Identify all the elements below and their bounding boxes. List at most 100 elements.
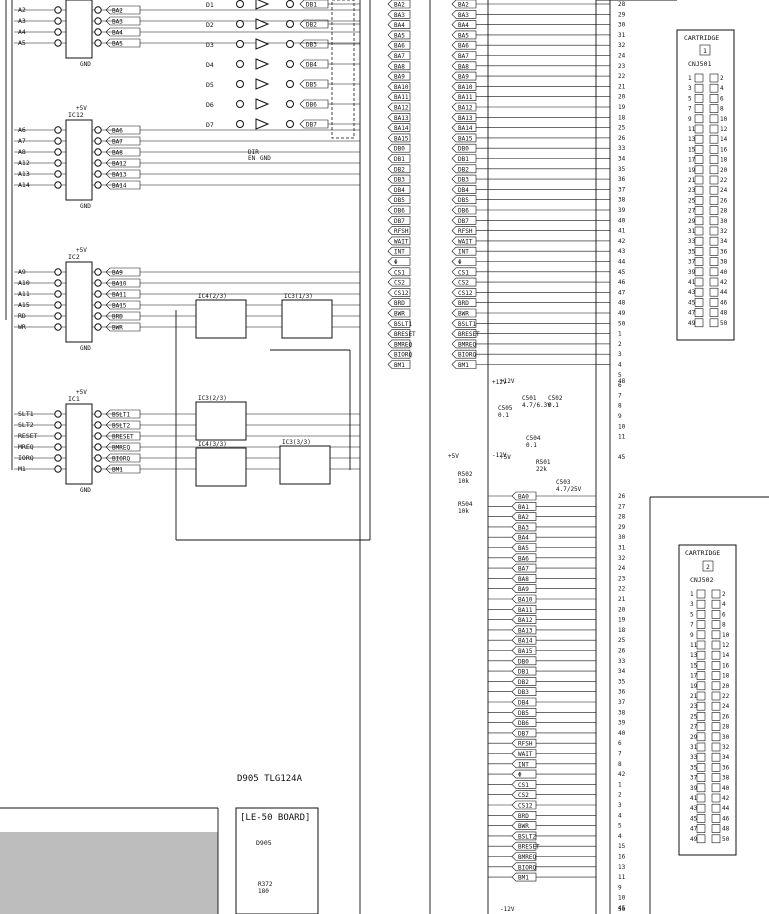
ic12-out-pin: [94, 137, 102, 145]
cnj502-pin-a: [696, 691, 706, 701]
ic2-in-pin: [54, 312, 62, 320]
cnj501-pin-b: [709, 175, 719, 185]
cnj501-num-a: 9: [688, 116, 692, 123]
cnj502-num-b: 12: [722, 642, 730, 649]
data-in-pin: [236, 120, 244, 128]
cnj501-num-b: 44: [720, 289, 728, 296]
ic2-in-2: A11: [18, 290, 30, 298]
cnj501-pin-b: [709, 196, 719, 205]
cart1-pin-2: 30: [618, 22, 626, 29]
cart1-pin-38: 7: [618, 392, 622, 399]
cnj502-pin-a: [696, 773, 706, 782]
cnj501-pin-b: [709, 94, 719, 103]
cnj502-pin-b: [711, 650, 721, 660]
cnj502-pin-a: [696, 814, 706, 823]
cart1-right-sig-28-text: CS12: [458, 290, 473, 297]
ic2-in-pin: [54, 323, 62, 331]
buffer-triangle: [255, 78, 270, 90]
data-out-1-text: DB2: [306, 22, 317, 29]
cnj501-num-b: 32: [720, 228, 728, 235]
cnj502-pin-b: [711, 599, 721, 609]
cart1-right-sig-27-text: CS2: [458, 280, 469, 287]
cart1-pin-5: 24: [618, 53, 626, 60]
cart2-pin-34: 15: [618, 843, 626, 850]
ic12-out-pin: [94, 181, 102, 189]
ic1-in-pin: [54, 465, 62, 473]
cart1-left-sig-22: [387, 226, 411, 235]
cnj501-pin-b: [709, 155, 719, 164]
cnj502-pin-b: [711, 691, 721, 701]
supply-pin-net-2: -12V: [500, 906, 515, 913]
ic12-in-pin: [54, 181, 62, 189]
ic1-body: [65, 403, 93, 485]
cart2-pin-2: 28: [618, 514, 626, 521]
cnj501-pin-a: [694, 257, 704, 266]
cnj502-num-b: 26: [722, 713, 730, 720]
cart1-pin-34: 3: [618, 351, 622, 358]
cnj501-num-a: 41: [688, 279, 696, 286]
cart2-pin-10: 21: [618, 596, 626, 603]
cart1-left-sig-9: [387, 92, 411, 101]
ic1-out-3-text: BMREQ: [112, 445, 130, 452]
cart1-left-sig-20: [387, 205, 411, 215]
cnj501-pin-b: [709, 226, 719, 236]
cart1-left-sig-34-text: BIORQ: [394, 352, 412, 359]
cnj502-pin-a: [696, 599, 706, 609]
cnj502-num-a: 45: [690, 815, 698, 822]
ic-top-in-pin: [54, 28, 62, 36]
cart2-sig-31-text: BRD: [518, 813, 529, 820]
cnj501-pin-a: [694, 277, 704, 287]
data-in-pin: [236, 80, 244, 88]
ic1-in-3: MREQ: [18, 443, 34, 451]
cart1-left-sig-19: [387, 195, 411, 204]
ic12-in-5: A14: [18, 181, 30, 189]
cart1-pin-25: 44: [618, 259, 626, 266]
supply-pin-num-2: 50: [618, 906, 626, 913]
ic1-out-pin: [94, 410, 102, 418]
cnj502-num-b: 40: [722, 785, 730, 792]
cnj501-num-b: 14: [720, 136, 728, 143]
cnj502-pin-a: [696, 661, 706, 670]
cnj501-num-a: 17: [688, 157, 696, 164]
data-out-6-text: DB7: [306, 122, 317, 129]
ic-top-out-pin: [94, 6, 102, 14]
supply-minus12: -12V: [492, 452, 507, 459]
component-ref-1: C501: [522, 395, 537, 402]
cart1-right-sig-11-text: BA13: [458, 115, 473, 122]
cnj501-pin-b: [709, 185, 719, 195]
ic-top-in-pin: [54, 6, 62, 14]
buffer-triangle: [255, 58, 270, 70]
cart2-pin-6: 32: [618, 555, 626, 562]
cart1-pin-8: 21: [618, 83, 626, 90]
ic-top-out-3-text: BA5: [112, 41, 123, 48]
cnj501-num-a: 43: [688, 289, 696, 296]
cart1-left-sig-11-text: BA13: [394, 115, 409, 122]
cnj502-pin-b: [711, 742, 721, 752]
ic12-out-5-text: BA14: [112, 183, 127, 190]
supply-pin-num-0: 48: [618, 378, 626, 385]
cnj502-pin-b: [711, 661, 721, 670]
cnj501-pin-a: [694, 185, 704, 195]
cart1-left-sig-1-text: BA3: [394, 12, 405, 19]
cnj502-num-b: 34: [722, 754, 730, 761]
cart1-right-sig-19-text: DB5: [458, 197, 469, 204]
ic2-in-pin: [54, 268, 62, 276]
supply-pin-net-0: +12V: [500, 378, 515, 385]
cnj501-num-a: 45: [688, 299, 696, 306]
cart2-pin-0: 26: [618, 493, 626, 500]
cart1-left-sig-30-text: BWR: [394, 311, 405, 318]
cnj501-pin-b: [709, 287, 719, 297]
ic2-out-3-text: BA15: [112, 303, 127, 310]
component-value-5: 4.7/25V: [556, 486, 582, 493]
ic2-in-5: WR: [18, 323, 26, 331]
cart1-left-sig-26-text: CS1: [394, 269, 405, 276]
cnj502-pin-b: [711, 814, 721, 823]
cart2-sig-28-text: CS1: [518, 782, 529, 789]
cnj501-pin-a: [694, 247, 704, 256]
ic-top-in-pin: [54, 17, 62, 25]
ic12-out-0-text: BA6: [112, 128, 123, 135]
cart1-right-sig-21-text: DB7: [458, 218, 469, 225]
cart1-left-sig-34: [387, 349, 411, 359]
ic1-out-pin: [94, 421, 102, 429]
cart1-right-sig-15-text: DB1: [458, 156, 469, 163]
